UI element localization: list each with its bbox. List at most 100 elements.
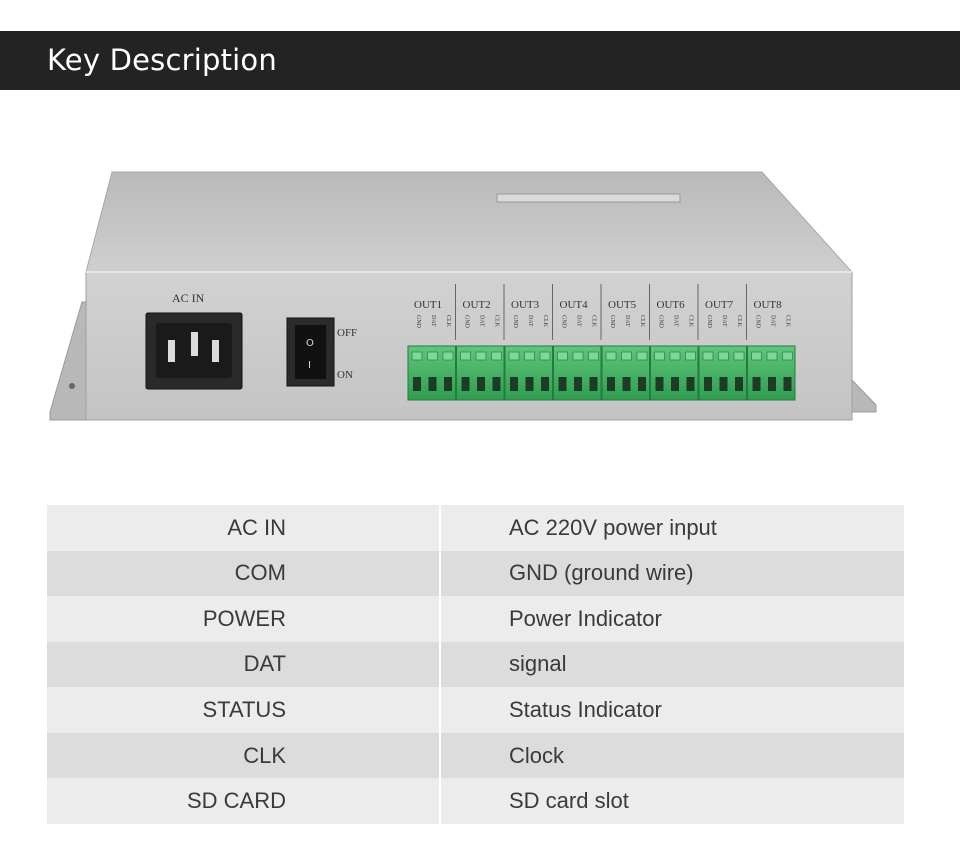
- value-cell: signal: [441, 641, 904, 688]
- terminal-screw: [411, 351, 423, 361]
- key-cell: STATUS: [47, 687, 441, 733]
- right-flange: [851, 378, 877, 413]
- pin-label: CLK: [542, 315, 548, 328]
- key-label: CLK: [243, 742, 286, 768]
- terminal-hole: [686, 377, 695, 391]
- pin-label: CLK: [639, 315, 645, 328]
- terminal-screw: [491, 351, 502, 361]
- value-label: Clock: [509, 742, 565, 768]
- terminal-screw: [572, 351, 584, 361]
- key-cell: DAT: [47, 641, 441, 688]
- left-flange: [49, 301, 89, 421]
- terminal-screw: [605, 351, 617, 361]
- pin-label: DAT: [624, 315, 630, 327]
- value-label: Power Indicator: [509, 605, 662, 631]
- pin-label: GND: [706, 315, 712, 329]
- terminal-screw: [539, 351, 551, 361]
- value-label: signal: [509, 651, 567, 677]
- terminal-screw: [669, 351, 681, 361]
- value-label: SD card slot: [509, 788, 629, 814]
- terminal-screw: [460, 351, 471, 361]
- terminal-hole: [461, 377, 470, 391]
- value-cell: Power Indicator: [441, 596, 904, 642]
- terminal-hole: [477, 377, 485, 391]
- terminal-screw: [475, 351, 487, 361]
- terminal-hole: [428, 377, 437, 391]
- page-title: Key Description: [47, 43, 277, 77]
- terminal-hole: [671, 377, 679, 391]
- pin-label: CLK: [736, 315, 742, 328]
- terminal-screw: [685, 351, 696, 361]
- pin-label: DAT: [673, 315, 679, 327]
- table-row: DAT signal: [47, 641, 904, 688]
- terminal-hole: [607, 377, 615, 391]
- output-label: OUT2: [463, 299, 491, 311]
- terminal-screw: [524, 351, 535, 361]
- key-label: DAT: [243, 651, 286, 677]
- key-label: SD CARD: [186, 788, 286, 814]
- value-cell: GND (ground wire): [441, 550, 904, 597]
- pin-label: DAT: [721, 315, 727, 327]
- pin-label: CLK: [591, 315, 597, 328]
- value-label: AC 220V power input: [509, 514, 717, 540]
- pin-label: DAT: [576, 315, 582, 327]
- value-cell: AC 220V power input: [441, 505, 904, 551]
- terminal-screw: [782, 351, 793, 361]
- key-cell: COM: [47, 550, 441, 597]
- output-label: OUT8: [754, 299, 783, 311]
- pin-label: CLK: [445, 315, 451, 328]
- switch-on-label: ON: [337, 369, 353, 381]
- pin-label: CLK: [785, 315, 791, 328]
- terminal-hole: [752, 377, 761, 391]
- terminal-hole: [525, 377, 534, 391]
- terminal-hole: [622, 377, 631, 391]
- terminal-hole: [558, 377, 567, 391]
- value-label: Status Indicator: [509, 697, 662, 723]
- terminal-screw: [442, 351, 454, 361]
- pin-label: DAT: [527, 315, 533, 327]
- ac-in-label: AC IN: [172, 291, 205, 305]
- key-label: COM: [234, 560, 286, 586]
- terminal-hole: [510, 377, 518, 391]
- pin-label: CLK: [688, 315, 694, 328]
- terminal-hole: [589, 377, 598, 391]
- pin-label: DAT: [479, 315, 485, 327]
- switch-bottom-mark: I: [308, 360, 311, 371]
- display-window: [496, 193, 681, 203]
- table-row: STATUS Status Indicator: [47, 687, 904, 733]
- value-cell: Status Indicator: [441, 687, 904, 733]
- output-label: OUT6: [657, 299, 686, 311]
- terminal-hole: [704, 377, 712, 391]
- terminal-screw: [427, 351, 438, 361]
- pin-label: GND: [609, 315, 615, 329]
- left-flange-hole: [69, 383, 75, 389]
- terminal-hole: [735, 377, 743, 391]
- output-label: OUT4: [560, 299, 589, 311]
- table-row: SD CARD SD card slot: [47, 778, 904, 824]
- output-label: OUT3: [511, 299, 540, 311]
- terminal-screw: [621, 351, 632, 361]
- terminal-hole: [574, 377, 582, 391]
- top-face: [85, 171, 854, 273]
- terminal-hole: [783, 377, 792, 391]
- pin-label: GND: [755, 315, 761, 329]
- pin-label: GND: [561, 315, 567, 329]
- terminal-screw: [508, 351, 520, 361]
- key-cell: POWER: [47, 596, 441, 642]
- table-row: CLK Clock: [47, 732, 904, 779]
- terminal-screw: [733, 351, 745, 361]
- terminal-hole: [413, 377, 421, 391]
- terminal-screw: [654, 351, 665, 361]
- terminal-screw: [766, 351, 778, 361]
- pin-label: GND: [512, 315, 518, 329]
- terminal-hole: [444, 377, 452, 391]
